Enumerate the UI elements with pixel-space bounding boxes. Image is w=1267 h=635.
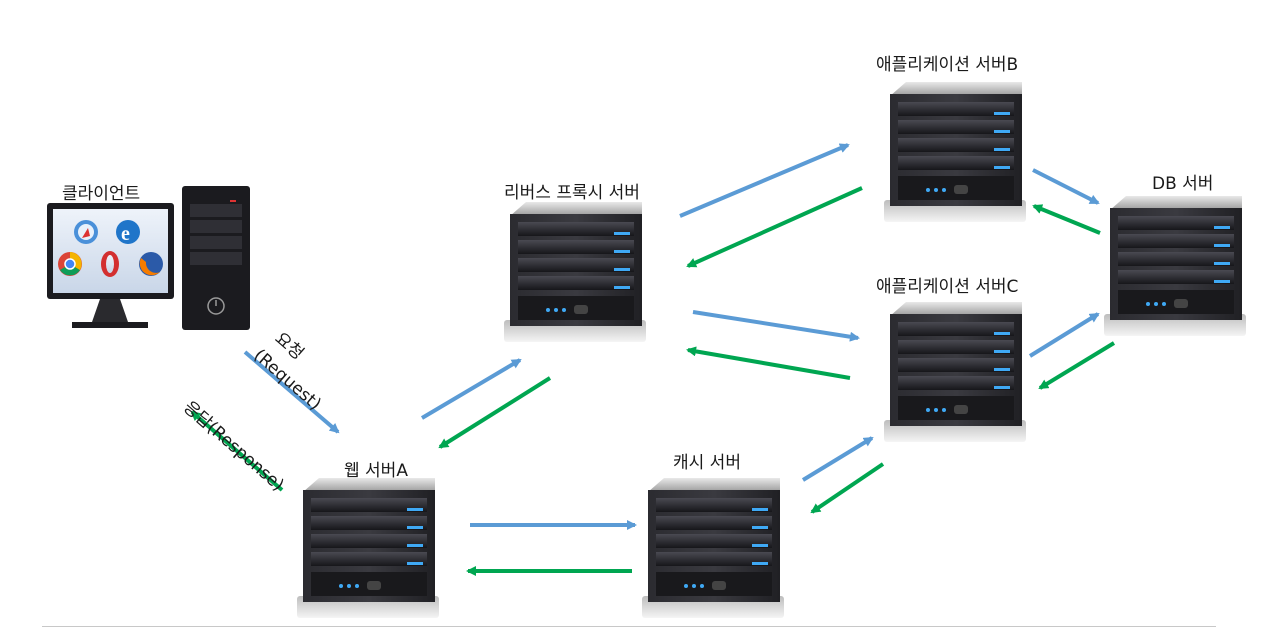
client-computer: e [47,186,250,330]
app-c-to-db-arrow [1028,312,1100,358]
proxy-to-app-c-arrow [692,310,860,342]
power-icon [207,297,225,315]
app-server-b-icon [884,82,1026,222]
web-to-proxy-arrow [420,358,522,420]
reverse-proxy-server-icon [504,202,646,342]
app-server-c-label: 애플리케이션 서버C [876,277,1019,297]
divider [42,626,1216,627]
monitor-icon: e [47,203,174,328]
db-server-icon [1104,196,1246,336]
reverse-proxy-label: 리버스 프록시 서버 [504,183,640,203]
db-server-label: DB 서버 [1152,174,1214,194]
client-label: 클라이언트 [62,184,141,204]
app-b-to-proxy-arrow [686,186,863,268]
cache-to-app-c-arrow [801,436,874,482]
cache-server-label: 캐시 서버 [673,453,741,473]
request-arrow [243,350,340,434]
app-server-b-label: 애플리케이션 서버B [876,55,1019,75]
svg-text:e: e [121,223,130,245]
app-b-to-db-arrow [1032,168,1100,205]
tower-icon [182,186,250,330]
proxy-to-web-arrow [438,376,552,449]
db-to-app-b-arrow [1032,204,1101,235]
ie-icon [116,220,140,244]
web-server-label: 웹 서버A [344,461,408,481]
response-arrow [190,410,284,492]
proxy-to-app-b-arrow [679,143,850,218]
db-to-app-c-arrow [1038,341,1116,390]
web-server-icon [297,478,439,618]
app-c-to-cache-arrow [810,462,885,514]
cache-server-icon [642,478,784,618]
app-c-to-proxy-arrow [686,346,851,380]
app-server-c-icon [884,302,1026,442]
